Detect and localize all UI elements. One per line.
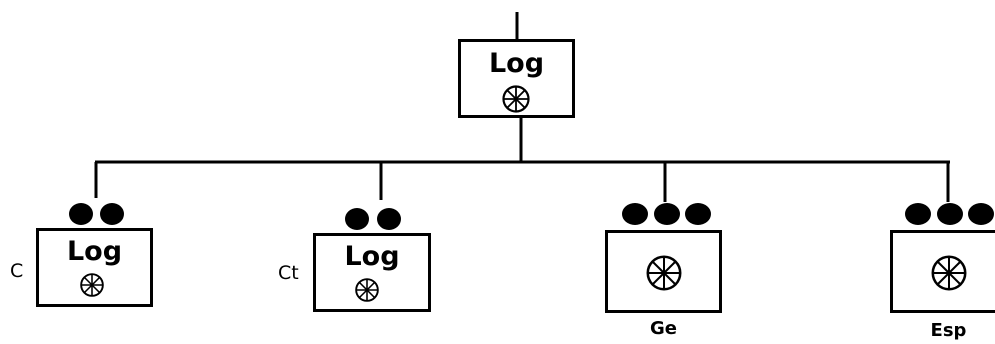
child-node-2: Log [313, 233, 431, 312]
wheel-icon [501, 84, 531, 118]
child-node-3 [605, 230, 722, 313]
child-4-dots [905, 203, 994, 225]
child-2-side-label: Ct [278, 262, 299, 284]
child-3-dots [622, 203, 711, 225]
child-4-bottom-label: Esp [930, 320, 967, 341]
dot [345, 208, 369, 230]
dot [968, 203, 994, 225]
wheel-icon [645, 254, 683, 296]
child-1-dots [69, 203, 124, 225]
dot [622, 203, 648, 225]
dot [937, 203, 963, 225]
dot [905, 203, 931, 225]
child-2-dots [345, 208, 401, 230]
root-node: Log [458, 39, 575, 118]
root-title: Log [488, 48, 545, 79]
child-2-title: Log [344, 241, 400, 272]
dot [69, 203, 93, 225]
child-1-title: Log [66, 236, 123, 267]
dot [100, 203, 124, 225]
child-node-1: Log [36, 228, 153, 307]
child-node-4 [890, 230, 995, 313]
child-1-side-label: C [10, 260, 24, 282]
wheel-icon [79, 272, 105, 302]
dot [654, 203, 680, 225]
child-3-bottom-label: Ge [650, 318, 677, 339]
wheel-icon [354, 277, 380, 307]
dot [685, 203, 711, 225]
wheel-icon [930, 254, 968, 296]
dot [377, 208, 401, 230]
